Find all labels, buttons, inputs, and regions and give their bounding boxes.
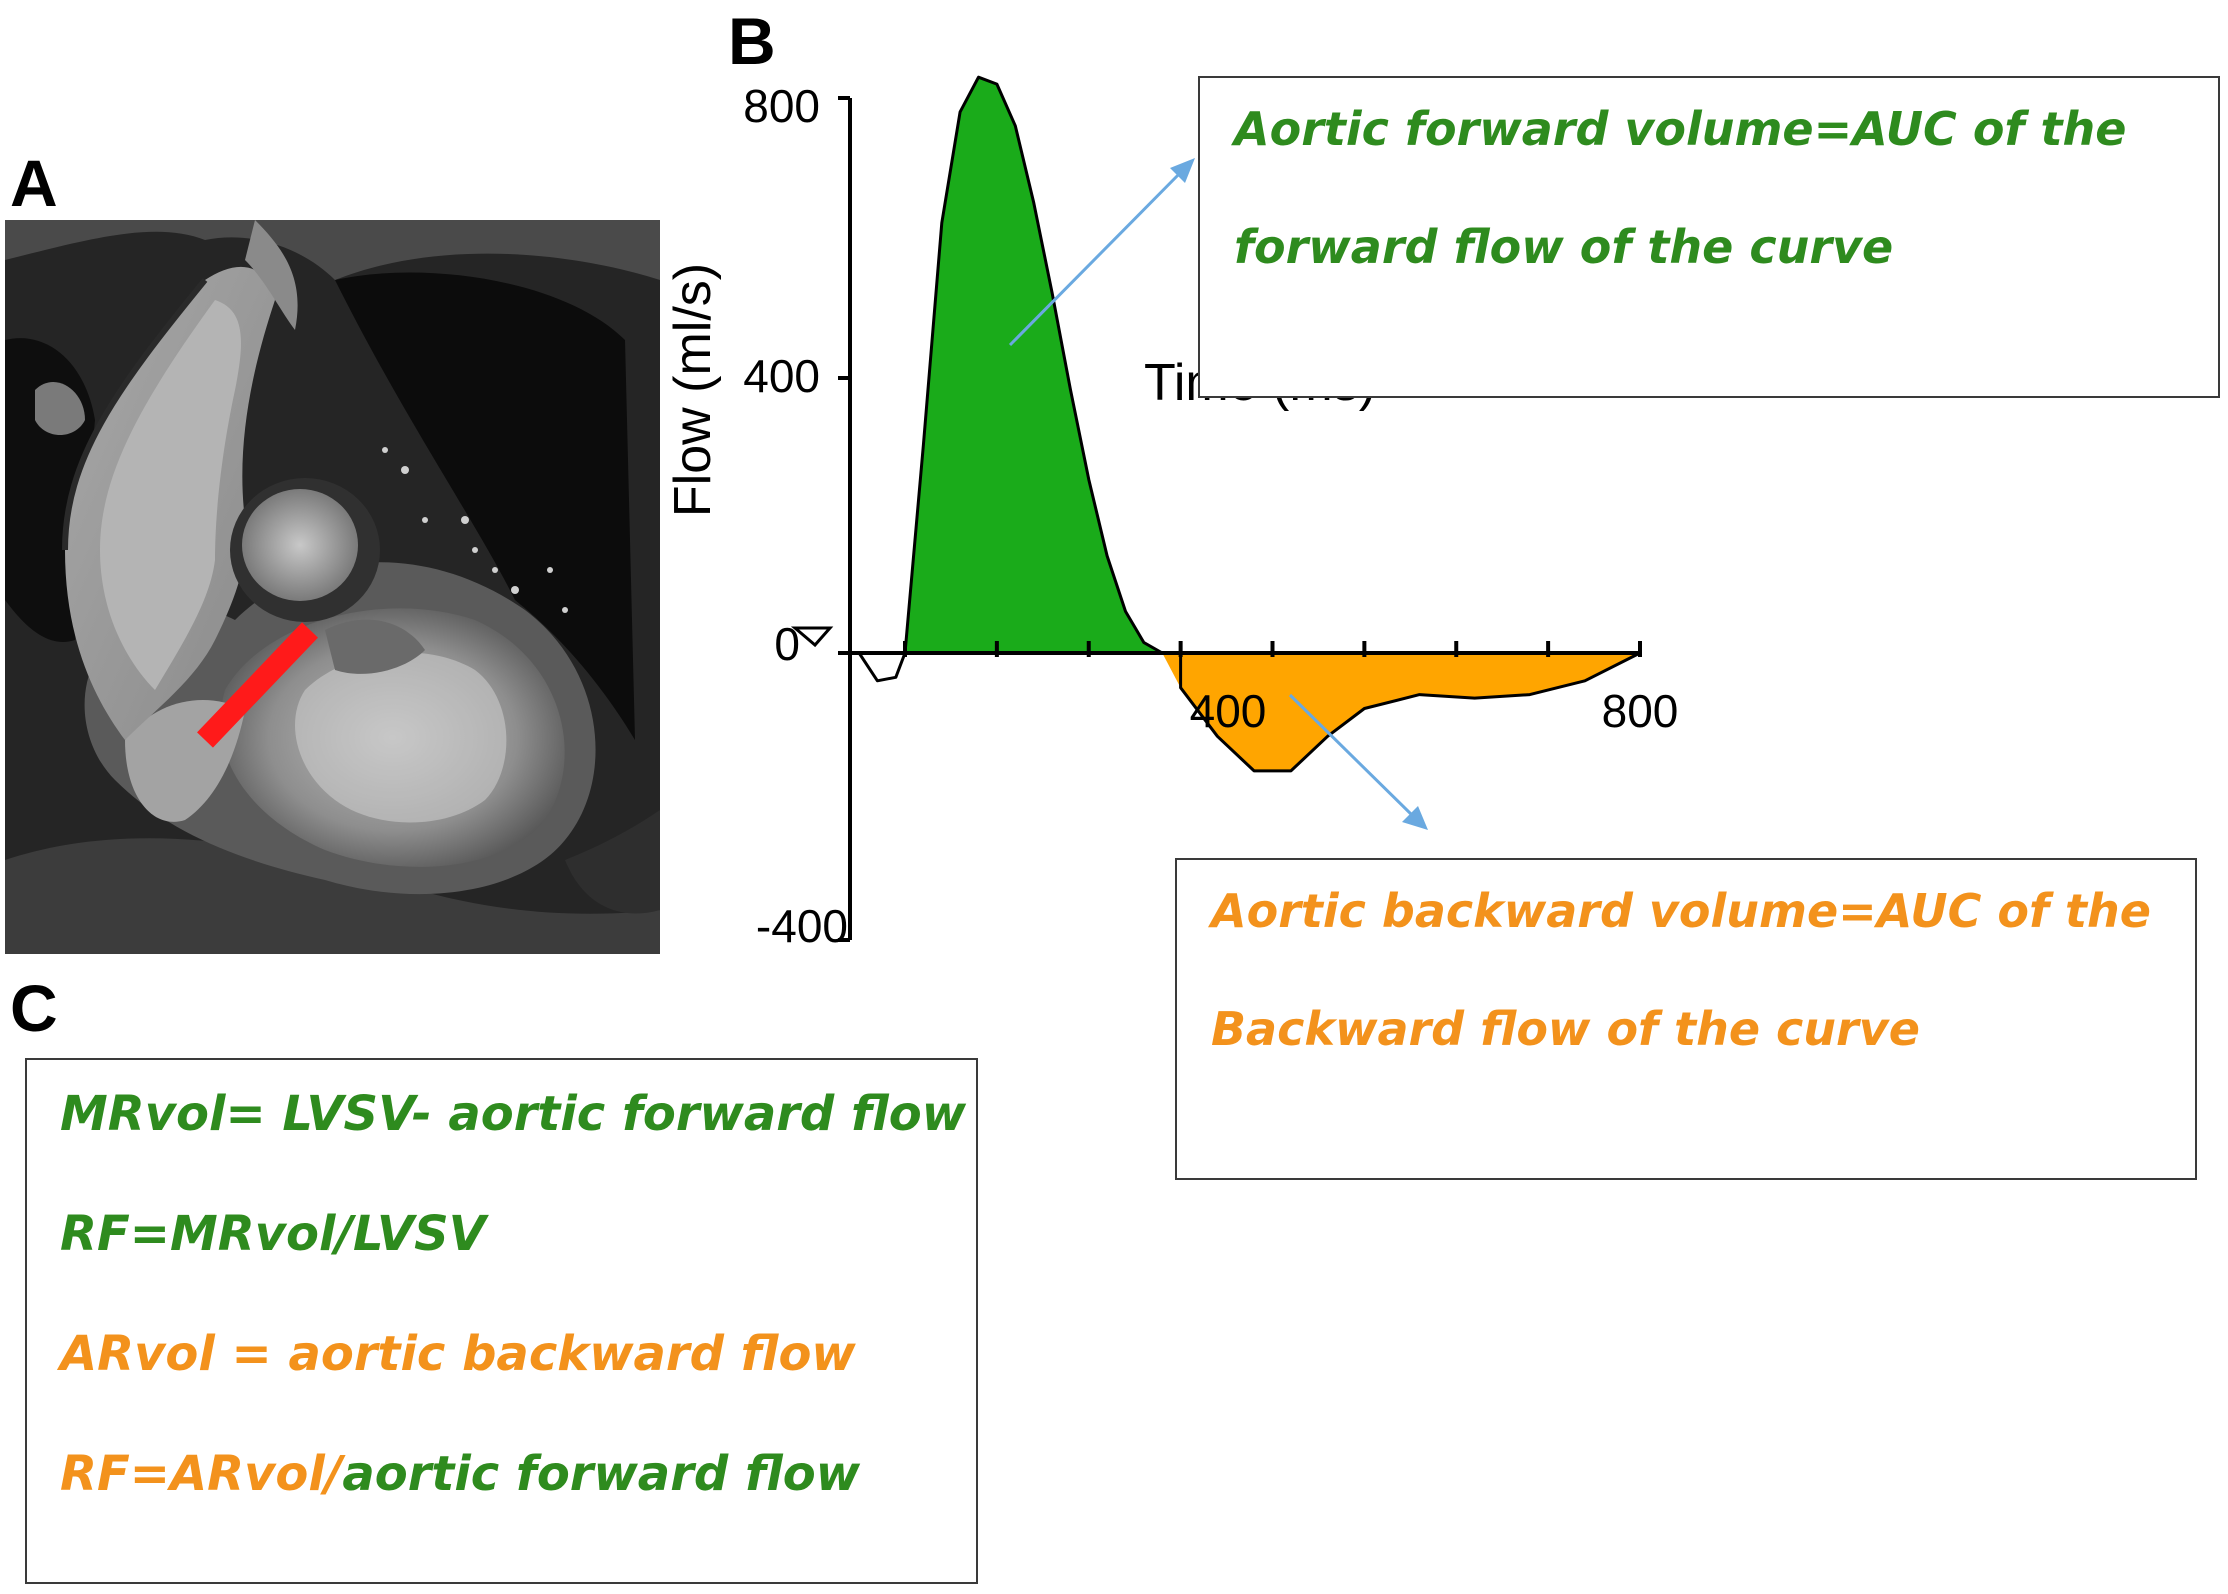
- forward-volume-box: Aortic forward volume=AUC of the forward…: [1198, 76, 2220, 398]
- aortic-flow-chart: Flow (ml/s) Time (ms) 800 400 0 -400 400…: [664, 75, 1679, 952]
- backward-volume-box: Aortic backward volume=AUC of the Backwa…: [1175, 858, 2197, 1180]
- y-axis-label: Flow (ml/s): [664, 263, 722, 517]
- formula-arvol: ARvol = aortic backward flow: [60, 1326, 856, 1382]
- backward-flow-area: [1162, 653, 1640, 771]
- origin-marker: [790, 626, 834, 648]
- y-tick-neg400: -400: [756, 900, 848, 952]
- backward-volume-line-2: Backward flow of the curve: [1211, 1002, 1920, 1056]
- formula-rf-ar-part2: aortic forward flow: [342, 1446, 861, 1502]
- panel-label-b: B: [728, 4, 776, 78]
- forward-volume-line-2: forward flow of the curve: [1234, 220, 1894, 274]
- formula-mrvol: MRvol= LVSV- aortic forward flow: [60, 1086, 967, 1142]
- formula-rf-ar-part1: RF=ARvol/: [60, 1446, 343, 1502]
- cardiac-mri-image: [5, 220, 660, 954]
- backward-volume-line-1: Aortic backward volume=AUC of the: [1211, 884, 2151, 938]
- forward-flow-area: [905, 77, 1181, 653]
- panel-label-c: C: [10, 971, 58, 1045]
- y-tick-800: 800: [743, 80, 820, 132]
- forward-volume-line-1: Aortic forward volume=AUC of the: [1234, 102, 2127, 156]
- panel-label-a: A: [10, 146, 58, 220]
- x-tick-400: 400: [1190, 685, 1267, 737]
- y-tick-0: 0: [774, 618, 800, 670]
- formula-rf-ar: RF=ARvol/aortic forward flow: [60, 1450, 860, 1498]
- formulas-box: MRvol= LVSV- aortic forward flow RF=MRvo…: [25, 1058, 978, 1584]
- x-tick-800: 800: [1602, 685, 1679, 737]
- formula-rf-mr: RF=MRvol/LVSV: [60, 1206, 486, 1262]
- y-tick-400: 400: [743, 350, 820, 402]
